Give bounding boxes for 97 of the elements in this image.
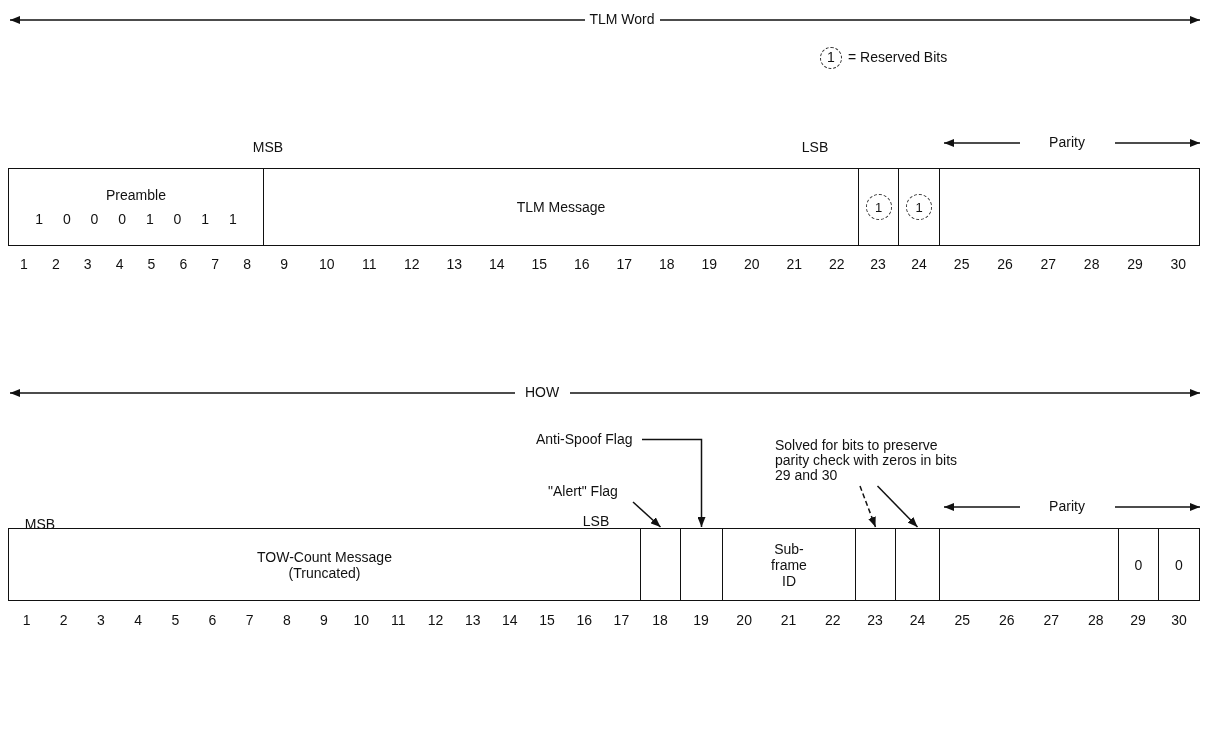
leader-arrow [641, 438, 706, 528]
bit-number: 27 [1043, 612, 1060, 628]
bit-number: 23 [867, 612, 883, 628]
bit-field [680, 528, 723, 601]
legend-sample-number: 1 [827, 49, 835, 65]
bit-number: 18 [652, 612, 668, 628]
bit-number: 2 [51, 256, 60, 272]
bit-number: 16 [573, 256, 590, 272]
bit-number: 3 [97, 612, 105, 628]
bit-number: 10 [318, 256, 335, 272]
bit-number: 17 [616, 256, 633, 272]
bit-number: 17 [613, 612, 630, 628]
bit-values: 1 0 0 0 1 0 1 1 [35, 211, 237, 227]
bit-number: 30 [1171, 612, 1187, 628]
flag-label: "Alert" Flag [548, 484, 619, 499]
bit-number: 30 [1170, 256, 1187, 272]
bit-number: 26 [998, 612, 1015, 628]
bit-number: 24 [909, 612, 926, 628]
bit-number: 12 [427, 612, 444, 628]
bit-number: 20 [743, 256, 760, 272]
bit-number: 5 [147, 256, 156, 272]
bit-number: 4 [115, 256, 124, 272]
bit-number: 29 [1127, 256, 1143, 272]
bit-number: 4 [134, 612, 142, 628]
bit-number: 13 [446, 256, 463, 272]
span-label: TLM Word [589, 11, 655, 27]
bit-number: 14 [488, 256, 505, 272]
bit-number: 29 [1130, 612, 1146, 628]
bit-number: 7 [211, 256, 220, 272]
legend-text: = Reserved Bits [848, 49, 948, 65]
field-label: 0 [1175, 556, 1183, 573]
bit-number: 1 [22, 612, 31, 628]
lsb-label: LSB [801, 139, 829, 155]
bit-number: 5 [171, 612, 180, 628]
bit-number: 14 [502, 612, 518, 628]
reserved-bit-field [858, 168, 899, 246]
bit-number: 10 [353, 612, 369, 628]
bit-number: 27 [1040, 256, 1057, 272]
bit-number: 22 [828, 256, 845, 272]
bit-field [939, 168, 1200, 246]
bit-number: 1 [20, 256, 28, 272]
leader-arrow [859, 485, 877, 528]
bit-number: 28 [1087, 612, 1104, 628]
bit-field [855, 528, 896, 601]
bit-field [1118, 528, 1159, 601]
bit-field [1158, 528, 1200, 601]
bit-number: 18 [658, 256, 675, 272]
bit-number: 25 [954, 612, 971, 628]
field-label: Sub-frame ID [770, 540, 808, 589]
bit-number: 3 [83, 256, 92, 272]
lsb-label: LSB [582, 513, 610, 529]
leader-arrow [876, 485, 919, 528]
bit-field [722, 528, 856, 601]
bit-number: 23 [870, 256, 886, 272]
bit-number: 8 [282, 612, 291, 628]
span-label: Parity [1049, 498, 1085, 514]
bit-number: 22 [825, 612, 841, 628]
field-title: Preamble [106, 187, 166, 203]
field-label: 0 [1134, 556, 1143, 573]
bit-field [8, 528, 641, 601]
flag-label: Anti-Spoof Flag [536, 432, 634, 447]
bit-number: 21 [786, 256, 803, 272]
bit-number: 16 [576, 612, 592, 628]
field-label: TLM Message [516, 199, 606, 215]
reserved-bit-field [898, 168, 940, 246]
bit-number: 7 [245, 612, 254, 628]
bit-number: 19 [701, 256, 718, 272]
bit-number: 25 [953, 256, 970, 272]
bit-number: 26 [997, 256, 1013, 272]
bit-number: 15 [531, 256, 548, 272]
bit-number: 15 [539, 612, 555, 628]
bit-field [640, 528, 681, 601]
bit-number: 2 [59, 612, 68, 628]
bit-number: 11 [391, 612, 406, 628]
bit-number: 11 [362, 256, 377, 272]
bit-number: 13 [464, 612, 481, 628]
bit-number: 6 [208, 612, 217, 628]
bit-number: 28 [1083, 256, 1100, 272]
bit-field [263, 168, 859, 246]
bit-field [895, 528, 940, 601]
msb-label: MSB [252, 139, 284, 155]
bit-number: 20 [736, 612, 752, 628]
bit-number: 8 [243, 256, 251, 272]
span-label: HOW [524, 384, 560, 400]
span-label: Parity [1049, 134, 1085, 150]
bit-number: 9 [320, 612, 328, 628]
bit-number: 9 [280, 256, 289, 272]
bit-number: 12 [403, 256, 420, 272]
leader-arrow [632, 501, 662, 528]
bit-number: 6 [179, 256, 188, 272]
note-text: Solved for bits to preserve parity check with zeros in bits 29 and 30 [775, 438, 959, 483]
bit-field [8, 168, 264, 246]
field-label: TOW-Count Message (Truncated) [256, 548, 393, 581]
bit-number: 19 [693, 612, 709, 628]
bit-field [939, 528, 1119, 601]
bit-number: 21 [780, 612, 797, 628]
bit-number: 24 [911, 256, 927, 272]
